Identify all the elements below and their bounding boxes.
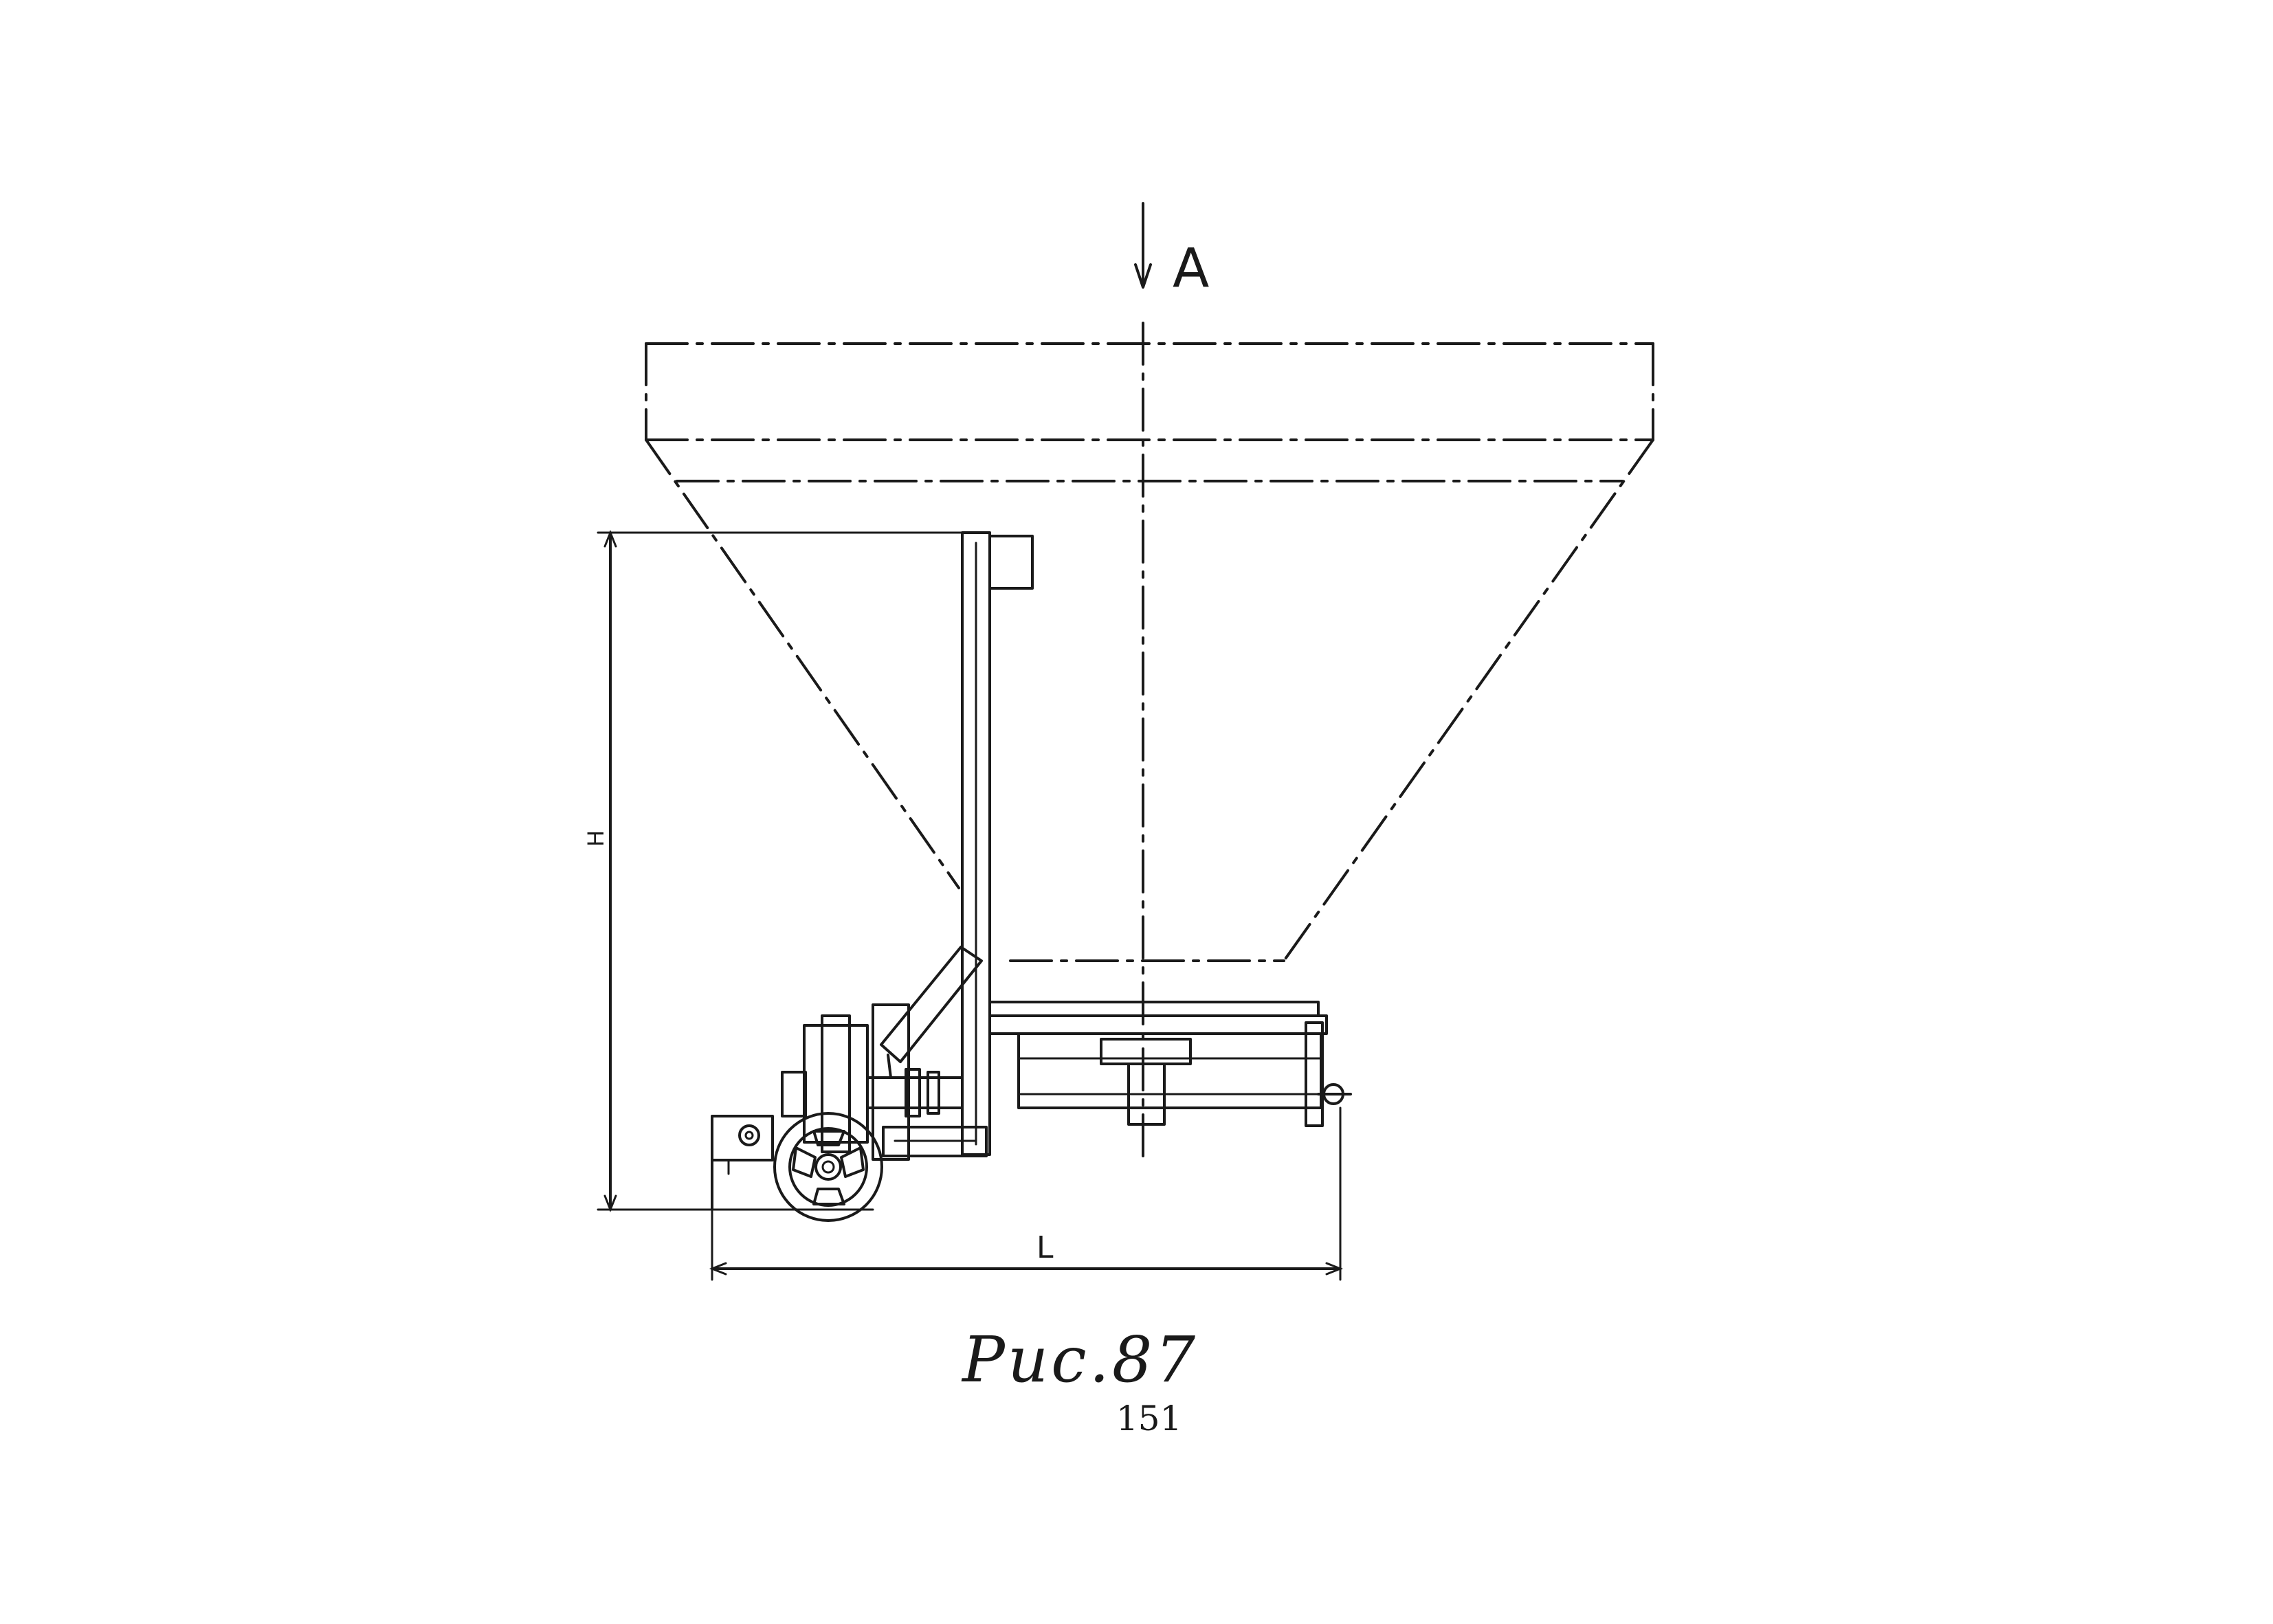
tow-bracket <box>711 1115 774 1211</box>
view-arrow-a <box>1134 202 1152 289</box>
transport-wheel <box>773 1112 883 1222</box>
view-marker-label: A <box>1173 238 1210 300</box>
length-dimension-label: L <box>1036 1230 1054 1265</box>
dimension-l <box>709 1106 1344 1281</box>
vertical-column <box>961 531 1034 1156</box>
figure-caption: Рис.87 <box>962 1323 1198 1397</box>
drive-shaft <box>866 1068 964 1117</box>
dimension-h <box>597 529 964 1213</box>
base-frame <box>872 1001 1352 1161</box>
hopper-outline <box>645 342 1654 962</box>
height-dimension-label: H <box>583 830 609 847</box>
page-number: 151 <box>1116 1399 1182 1438</box>
inclined-chute <box>880 946 983 1079</box>
electric-motor <box>781 1014 869 1153</box>
